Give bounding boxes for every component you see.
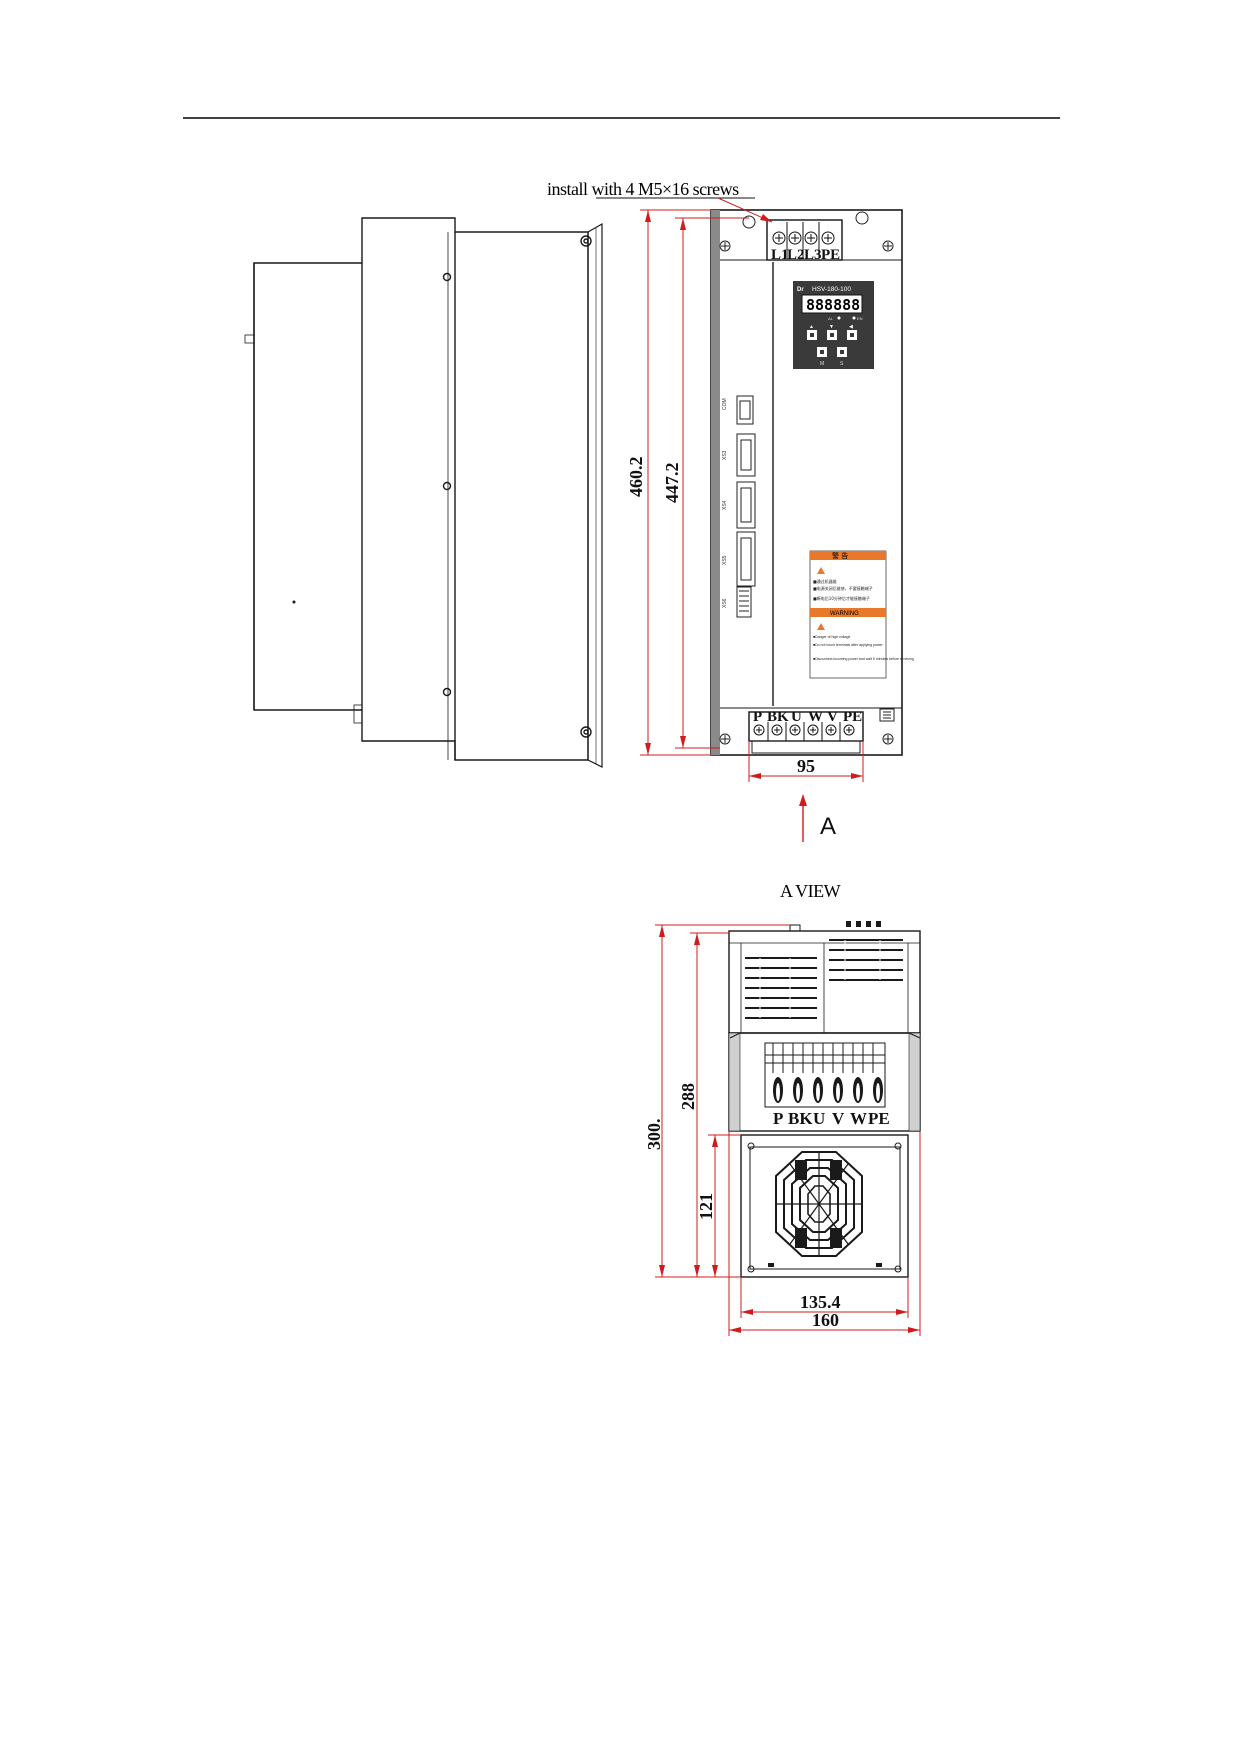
connector-com: [736, 395, 754, 425]
dimension-135-4: [740, 1277, 909, 1318]
led-display-digits: 888888: [806, 296, 860, 314]
dim-label-135-4: 135.4: [800, 1292, 841, 1312]
connector-4: [736, 531, 756, 587]
a-terminal-p: P: [773, 1109, 783, 1128]
bottom-terminal-v: V: [827, 709, 838, 725]
a-view-title: A VIEW: [780, 881, 841, 901]
side-view: [244, 217, 603, 768]
a-terminal-u: U: [813, 1109, 825, 1128]
a-view: A VIEW: [644, 881, 921, 1336]
connector-3: [736, 481, 756, 529]
view-arrow-label: A: [820, 813, 836, 840]
dim-label-95: 95: [797, 756, 815, 776]
dim-label-121: 121: [696, 1193, 716, 1220]
fan-grille: [775, 1151, 863, 1257]
status-led-al: AL: [828, 316, 834, 321]
bottom-terminal-w: W: [808, 709, 823, 725]
dimension-160: [728, 1131, 921, 1336]
status-led-en: EN: [857, 316, 863, 321]
bottom-terminal-p: P: [753, 709, 762, 725]
dim-label-447-2: 447.2: [662, 463, 682, 504]
svg-text:XS4: XS4: [722, 500, 728, 510]
warning-en-line-3: ■Disconnect incoming power and wait 5 mi…: [813, 657, 914, 661]
terminal-label-pe: PE: [821, 247, 840, 263]
svg-text:XS5: XS5: [722, 555, 728, 565]
view-arrow: [799, 794, 807, 842]
warning-label: 警 告 ■通过机器维 ■电源关闭后维修，不要接触端子 ■断电后10分钟后才能接触…: [809, 550, 914, 679]
dim-label-288: 288: [678, 1083, 698, 1110]
install-note: install with 4 M5×16 screws: [547, 179, 739, 199]
svg-text:▲: ▲: [809, 324, 814, 330]
dimension-460: [640, 209, 711, 756]
key-s-label: S: [840, 361, 844, 367]
svg-text:COM: COM: [722, 398, 728, 410]
warning-en-line-2: ■Do not touch terminals after applying p…: [813, 643, 883, 647]
a-terminal-bk: BK: [788, 1109, 813, 1128]
warning-header-cn: 警 告: [832, 551, 848, 560]
svg-text:◀: ◀: [849, 324, 853, 330]
connector-5: [736, 586, 752, 618]
a-terminal-v: V: [832, 1109, 845, 1128]
warning-header-en: WARNING: [830, 611, 859, 617]
warning-en-line-1: ■Danger of high voltage: [813, 635, 850, 639]
terminal-label-l1: L1: [771, 247, 789, 263]
a-terminal-pe: PE: [868, 1109, 890, 1128]
warning-cn-line-3: ■断电后10分钟后才能接触端子: [813, 595, 870, 601]
dim-label-300: 300.: [644, 1119, 664, 1151]
svg-text:▼: ▼: [829, 324, 834, 330]
dimension-300: [655, 924, 790, 1278]
panel-model: HSV-180-100: [812, 286, 851, 293]
bottom-terminal-pe: PE: [843, 709, 862, 725]
terminal-label-l3: L3: [804, 247, 822, 263]
svg-text:Dr: Dr: [797, 287, 804, 293]
key-m-label: M: [820, 361, 824, 367]
a-terminal-w: W: [850, 1109, 867, 1128]
front-view: L1 L2 L3 PE install with 4 M5×16 screws …: [547, 179, 914, 842]
dimension-447: [675, 217, 749, 749]
warning-cn-line-1: ■通过机器维: [813, 578, 837, 584]
dim-label-160: 160: [812, 1310, 839, 1330]
svg-text:XS6: XS6: [722, 598, 728, 608]
bottom-terminal-bk: BK: [767, 709, 789, 725]
dimension-95: [748, 741, 864, 782]
svg-text:XS3: XS3: [722, 450, 728, 460]
led-display: [801, 294, 863, 314]
bottom-terminal-u: U: [791, 709, 802, 725]
warning-cn-line-2: ■电源关闭后维修，不要接触端子: [813, 585, 873, 591]
connector-2: [736, 433, 756, 477]
dimension-121: [708, 1134, 741, 1277]
terminal-label-l2: L2: [787, 247, 805, 263]
dim-label-460-2: 460.2: [626, 457, 646, 498]
dimension-288: [690, 932, 729, 1277]
